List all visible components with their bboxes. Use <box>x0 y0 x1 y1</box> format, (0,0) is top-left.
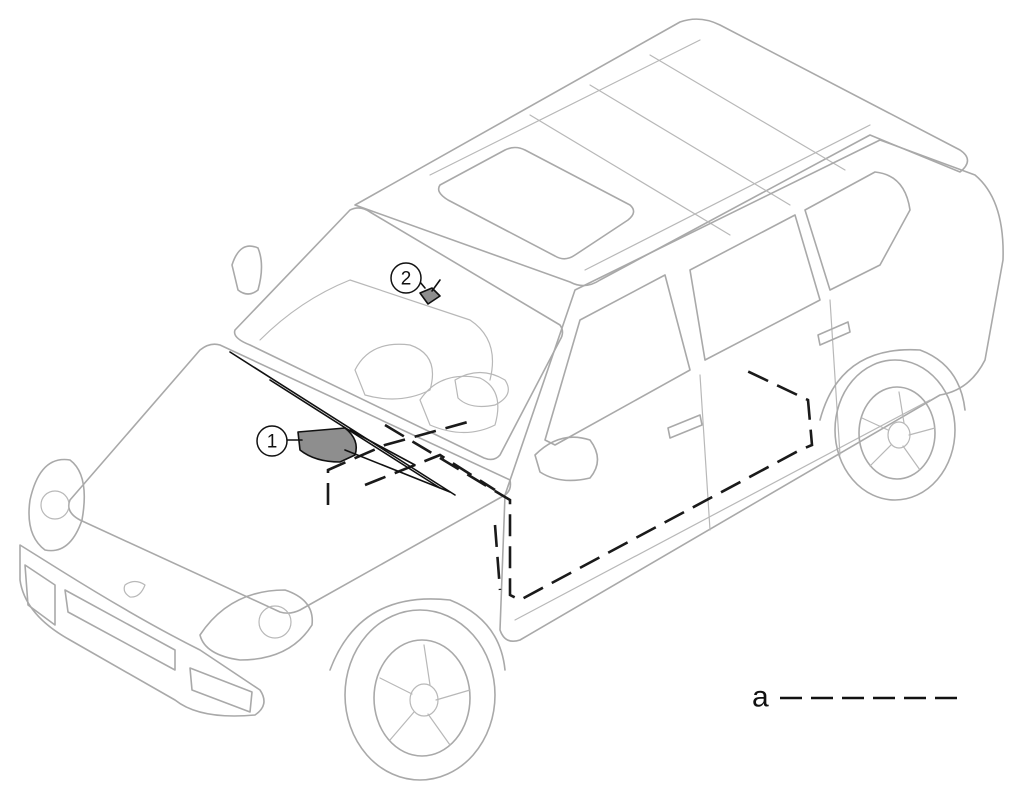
wiring-harness <box>326 368 814 602</box>
callout-2-label: 2 <box>401 269 412 290</box>
front-grille-left <box>24 564 56 626</box>
wiper-blade <box>229 351 456 496</box>
rain-sensor-lead <box>431 279 441 292</box>
right-mirror <box>534 436 599 482</box>
interior-seat-left <box>354 343 434 400</box>
quarter-window <box>804 171 911 291</box>
rear-wheel <box>834 359 956 501</box>
rain-sensor-body <box>419 287 441 305</box>
right-headlight-lamp <box>258 605 292 639</box>
hood-outline <box>67 343 512 614</box>
wiper-linkage <box>344 429 451 493</box>
right-headlight <box>199 589 314 661</box>
roof-rack-left <box>429 39 701 176</box>
front-grille-center <box>64 589 176 671</box>
front-wheel <box>344 609 496 781</box>
roof-groove-2 <box>589 84 791 206</box>
rear-door-handle <box>817 321 851 346</box>
harness-route-main <box>326 368 814 602</box>
porsche-crest <box>123 580 146 598</box>
left-headlight <box>28 458 86 552</box>
callout-2: 2 <box>390 262 426 294</box>
rear-wheel-arch <box>819 348 966 421</box>
interior-seat-right <box>419 375 499 434</box>
interior-dash <box>259 279 494 381</box>
rear-door-window <box>689 214 821 361</box>
left-headlight-lamp <box>40 490 70 520</box>
front-grille-right <box>189 667 253 713</box>
wiper-arm <box>269 379 441 489</box>
roof-groove-1 <box>529 114 731 236</box>
left-mirror <box>231 245 263 295</box>
roof-groove-3 <box>649 54 846 171</box>
legend-label: a <box>752 681 769 714</box>
rear-door-line <box>829 299 841 456</box>
harness-route-lower <box>364 453 502 591</box>
sunroof <box>437 146 635 260</box>
front-wheel-arch <box>329 598 506 671</box>
wiper-assembly <box>229 351 456 496</box>
front-door-line <box>699 374 711 531</box>
front-bumper <box>19 544 265 717</box>
front-door-handle <box>667 414 703 439</box>
side-sill <box>514 399 931 621</box>
front-door-window <box>544 274 691 446</box>
legend: a <box>752 681 962 714</box>
callout-1: 1 <box>256 425 303 457</box>
interior-steering <box>454 371 509 408</box>
wiper-motor <box>297 427 358 463</box>
roof-rack-right <box>584 124 871 271</box>
callout-1-label: 1 <box>267 432 278 453</box>
rain-sensor <box>419 279 441 305</box>
side-body <box>499 139 1004 643</box>
car-body-outline <box>19 18 1004 781</box>
windshield <box>233 207 564 461</box>
